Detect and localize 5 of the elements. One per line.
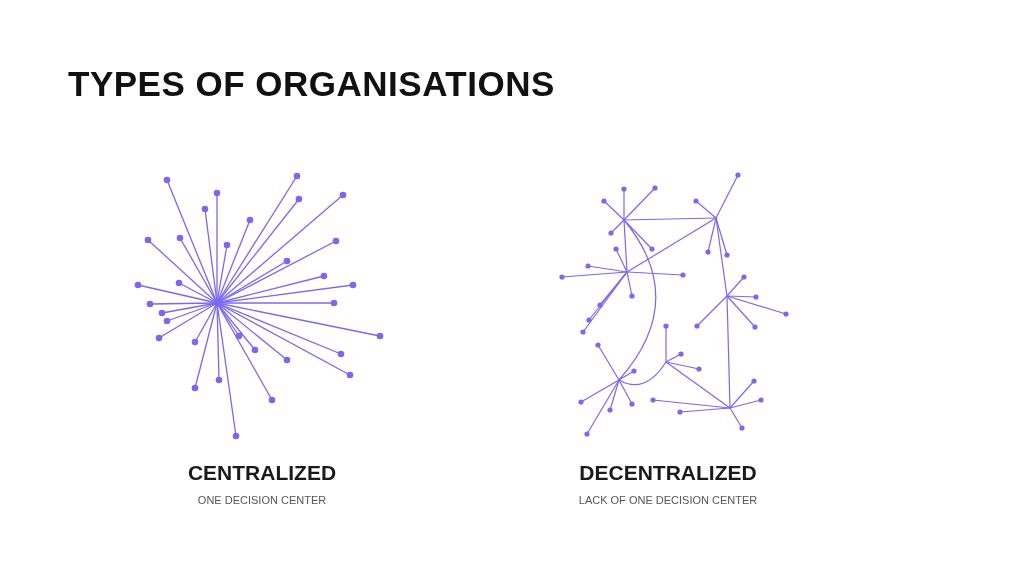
diagram-heading: DECENTRALIZED xyxy=(579,461,757,485)
diagram-subtitle: LACK OF ONE DECISION CENTER xyxy=(578,494,758,506)
page-title: TYPES OF ORGANISATIONS xyxy=(68,64,555,104)
diagram-heading: CENTRALIZED xyxy=(187,461,337,485)
diagram-subtitle: ONE DECISION CENTER xyxy=(197,494,327,506)
